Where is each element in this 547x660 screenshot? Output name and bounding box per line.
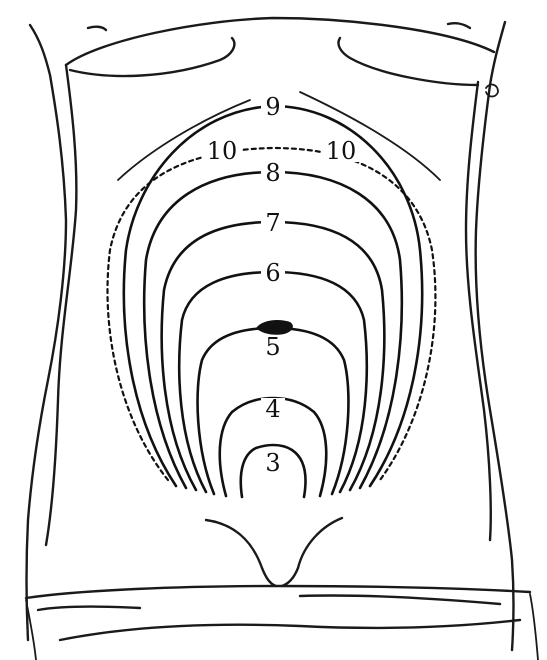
left-breast-fold <box>70 38 234 76</box>
pubic-right-fold <box>282 518 342 586</box>
drape-fold-2 <box>300 595 500 604</box>
label-6: 6 <box>265 259 280 287</box>
right-shoulder-edge <box>476 22 514 650</box>
label-10-left: 10 <box>207 137 238 165</box>
left-shoulder-edge <box>27 25 67 640</box>
label-5: 5 <box>265 333 280 361</box>
drape-top-edge <box>26 586 530 598</box>
drape-fold-1 <box>38 607 140 610</box>
right-arm-mark <box>486 85 498 97</box>
label-3: 3 <box>265 449 280 477</box>
label-9: 9 <box>265 93 280 121</box>
label-4: 4 <box>265 395 280 423</box>
drape-right-edge <box>530 594 538 660</box>
pubic-left-fold <box>206 520 276 586</box>
label-10-right: 10 <box>326 137 357 165</box>
left-nipple <box>88 27 106 30</box>
contour-10 <box>107 148 435 480</box>
label-8: 8 <box>265 159 280 187</box>
right-breast-fold <box>338 38 478 85</box>
label-7: 7 <box>265 209 280 237</box>
shoulder-band <box>66 18 494 65</box>
drape-fold-3 <box>60 620 520 640</box>
right-nipple <box>448 23 470 28</box>
